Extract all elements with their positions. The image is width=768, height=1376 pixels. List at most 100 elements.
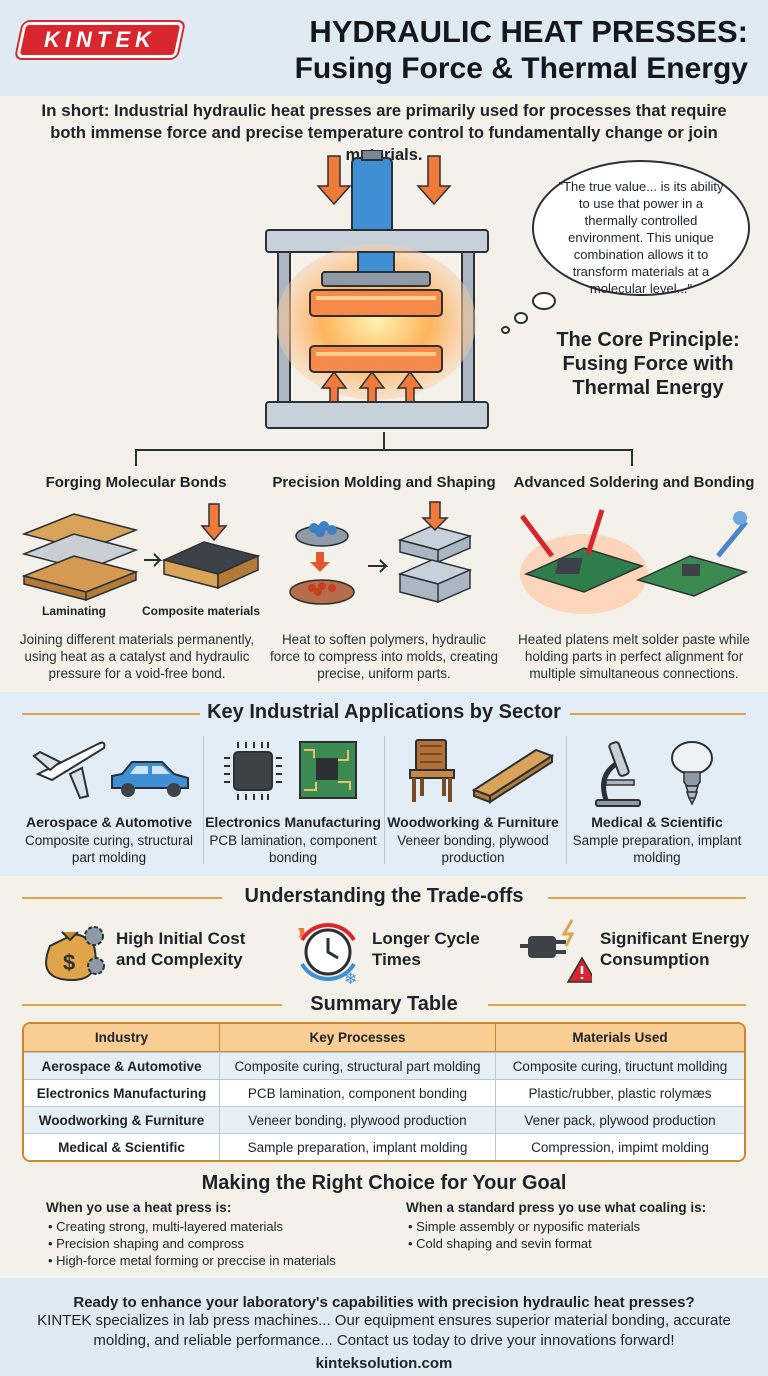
choice-right-list: Simple assembly or nyposific materials C… [408,1218,640,1252]
table-cell: Vener pack, plywood production [496,1106,744,1133]
dental-implant-icon [671,741,713,806]
tradeoffs-title: Understanding the Trade-offs [244,885,524,907]
table-header: Materials Used [496,1024,744,1052]
table-cell: Woodworking & Furniture [24,1106,220,1133]
process-title-soldering: Advanced Soldering and Bonding [513,474,755,491]
list-item: Cold shaping and sevin format [408,1235,640,1252]
list-item: Simple assembly or nyposific materials [408,1218,640,1235]
table-cell: Electronics Manufacturing [24,1079,220,1106]
bubble-dot-medium [514,312,528,324]
medical-icons [595,741,713,807]
page-title: HYDRAULIC HEAT PRESSES: [309,14,748,49]
sector-separator [384,736,385,864]
airplane-icon [32,741,106,800]
process-title-molding: Precision Molding and Shaping [272,474,496,491]
list-item: Creating strong, multi-layered materials [48,1218,336,1235]
website-link[interactable]: kinteksolution.com [315,1355,453,1372]
table-cell: Aerospace & Automotive [24,1052,220,1079]
molding-illustration [289,501,473,605]
microscope-icon [595,741,641,807]
sector-separator [203,736,204,864]
choice-left-heading: When yo use a heat press is: [46,1200,232,1215]
svg-text:❄: ❄ [344,969,357,986]
chip-icon [224,742,282,800]
table-cell: Composite curing, structural part moldin… [220,1052,496,1079]
sector-aerospace: Aerospace & Automotive Composite curing,… [14,732,204,872]
page-subtitle: Fusing Force & Thermal Energy [294,52,748,85]
table-header: Industry [24,1024,220,1052]
chair-icon [409,739,455,802]
intro-lead: In short: [41,101,110,120]
caption-composite: Composite materials [142,604,261,618]
intro-text: In short: Industrial hydraulic heat pres… [0,100,768,164]
footer: Ready to enhance your laboratory's capab… [0,1278,768,1376]
svg-text:$: $ [63,950,75,975]
sector-electronics: Electronics Manufacturing PCB lamination… [198,732,388,872]
clock-cycle-icon: ❄ [298,922,357,988]
table-header-row: Industry Key Processes Materials Used [24,1024,744,1052]
sector-desc-woodworking: Veneer bonding, plywood production [397,833,549,865]
table-row: Medical & Scientific Sample preparation,… [24,1133,744,1160]
tradeoff-label-cycle: Longer Cycle Times [372,929,480,969]
tradeoff-label-cost: High Initial Cost and Complexity [116,929,246,969]
table-cell: Medical & Scientific [24,1133,220,1160]
table-header: Key Processes [220,1024,496,1052]
tradeoff-cost: $ High Initial Cost and Complexity [36,916,266,986]
choice-title: Making the Right Choice for Your Goal [201,1172,567,1194]
divider-right [570,713,746,715]
choice-right-heading: When a standard press yo use what coalin… [406,1200,707,1215]
list-item: Precision shaping and compross [48,1235,336,1252]
woodworking-icons [409,739,555,804]
header: KINTEK HYDRAULIC HEAT PRESSES: Fusing Fo… [0,0,768,96]
divider-right [548,897,746,899]
choice-left-list: Creating strong, multi-layered materials… [48,1218,336,1269]
table-row: Aerospace & Automotive Composite curing,… [24,1052,744,1079]
wood-plank-icon [471,748,555,804]
sector-medical: Medical & Scientific Sample preparation,… [562,732,752,872]
list-item: High-force metal forming or preccise in … [48,1252,336,1269]
tradeoff-cycle: ❄ Longer Cycle Times [292,916,502,988]
sector-desc-electronics: PCB lamination, component bonding [209,833,377,865]
money-bag-gears-icon: $ [45,926,105,982]
laminate-layers-icon [21,513,139,602]
table-row: Woodworking & Furniture Veneer bonding, … [24,1106,744,1133]
soldering-illustration [520,509,749,614]
divider-left [22,897,222,899]
divider-left [22,713,200,715]
summary-table: Industry Key Processes Materials Used Ae… [22,1022,746,1162]
sector-name-medical: Medical & Scientific [591,814,723,830]
table-cell: Compression, impimt molding [496,1133,744,1160]
table-cell: Veneer bonding, plywood production [220,1106,496,1133]
sector-desc-aerospace: Composite curing, structural part moldin… [24,833,194,865]
table-title: Summary Table [310,993,458,1015]
process-desc-molding: Heat to soften polymers, hydraulic force… [269,632,499,681]
table-cell: Sample preparation, implant molding [220,1133,496,1160]
tradeoff-energy: Significant Energy Consumption [520,916,760,986]
electronics-icons [224,741,357,800]
process-desc-soldering: Heated platens melt solder paste while h… [518,632,750,681]
divider-left [22,1004,282,1006]
aerospace-icons [32,741,189,800]
table-row: Electronics Manufacturing PCB lamination… [24,1079,744,1106]
sector-separator [566,736,567,864]
sectors-section: Key Industrial Applications by Sector Ae… [0,692,768,876]
tradeoff-label-energy: Significant Energy Consumption [600,929,750,969]
laminating-illustration [21,503,261,602]
divider-right [488,1004,746,1006]
sector-name-aerospace: Aerospace & Automotive [26,814,192,830]
car-icon [111,761,189,797]
quote-bubble: "The true value... is its ability to use… [532,160,750,296]
core-principle-heading: The Core Principle: Fusing Force with Th… [556,329,740,399]
logo-text: KINTEK [44,27,156,52]
process-desc-bonds: Joining different materials permanently,… [19,632,255,681]
hydraulic-press-illustration [265,150,489,429]
footer-cta: Ready to enhance your laboratory's capab… [73,1294,695,1311]
sector-woodworking: Woodworking & Furniture Veneer bonding, … [378,732,568,872]
footer-body: KINTEK specializes in lab press machines… [37,1312,731,1349]
power-plug-warning-icon [520,919,598,983]
table-cell: Composite curing, tiructunt mollding [496,1052,744,1079]
kintek-logo[interactable]: KINTEK [16,22,184,58]
composite-block-icon [161,503,261,590]
sectors-title: Key Industrial Applications by Sector [207,701,561,723]
bubble-dot-small [501,326,510,334]
